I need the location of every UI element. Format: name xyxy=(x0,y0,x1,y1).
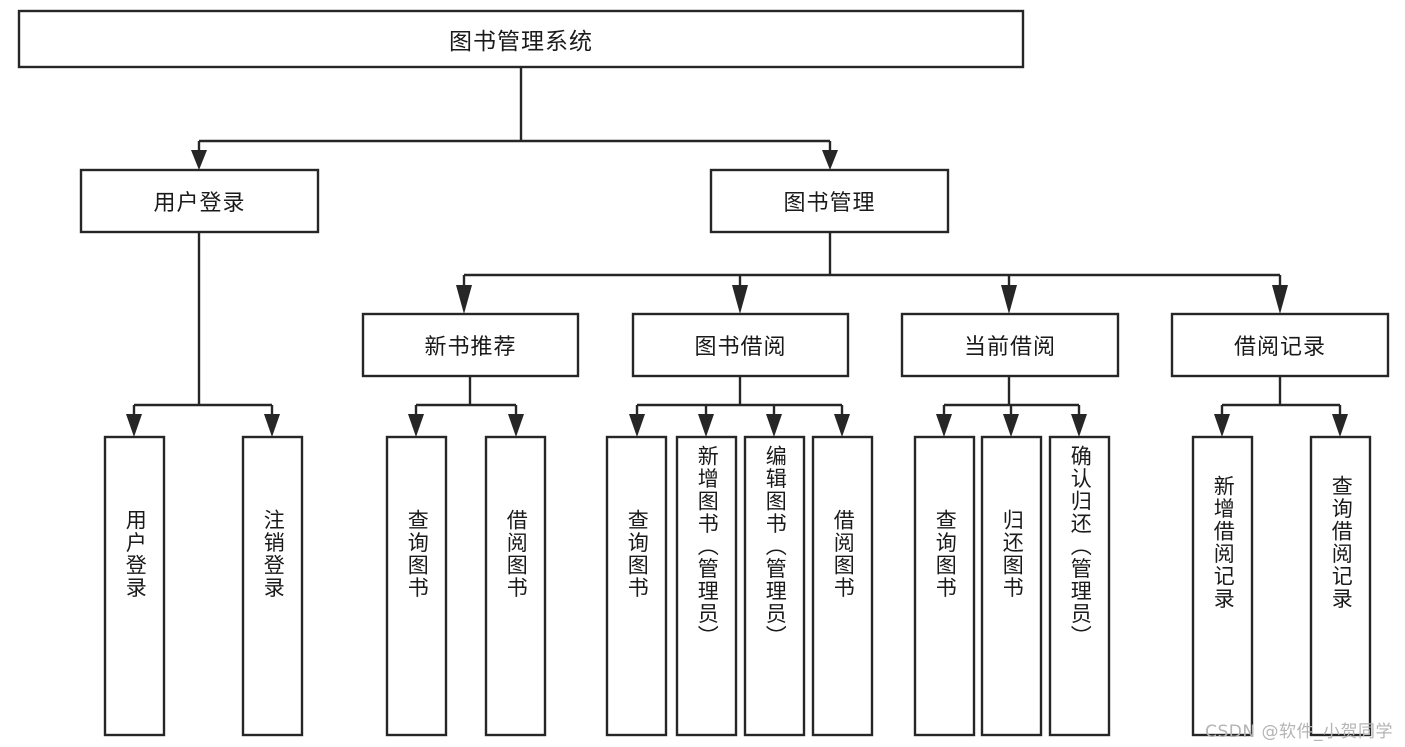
node-book-borrow[interactable] xyxy=(631,312,850,378)
arrow-head-leaf-edit-book xyxy=(766,414,782,437)
arrow-head-current-borrow xyxy=(1001,285,1017,314)
connector-group-new-book-recommend xyxy=(408,376,524,437)
arrow-head-leaf-user-login xyxy=(126,414,142,437)
arrow-head-borrow-record xyxy=(1272,285,1288,314)
node-new-book-recommend[interactable] xyxy=(361,312,580,378)
node-borrow-record[interactable] xyxy=(1170,312,1390,378)
arrow-head-leaf-confirm-return xyxy=(1071,414,1087,437)
node-leaf-borrow-book-2[interactable] xyxy=(811,435,874,737)
node-leaf-query-record[interactable] xyxy=(1309,435,1372,737)
node-leaf-return-book[interactable] xyxy=(980,435,1043,737)
connector-group-current-borrow xyxy=(936,376,1087,437)
node-user-login[interactable] xyxy=(79,168,320,234)
arrow-head-leaf-query-book-3 xyxy=(936,414,952,437)
node-leaf-add-book[interactable] xyxy=(675,435,738,737)
arrow-head-leaf-query-book-2 xyxy=(629,414,645,437)
node-leaf-query-book-1[interactable] xyxy=(385,435,448,737)
arrow-head-book-borrow xyxy=(732,285,748,314)
arrow-head-book-management xyxy=(822,150,838,170)
node-book-management[interactable] xyxy=(709,168,950,234)
arrow-head-leaf-query-record xyxy=(1332,414,1348,437)
node-root[interactable] xyxy=(17,9,1025,69)
connector-group-book-management xyxy=(456,232,1288,314)
node-leaf-user-login[interactable] xyxy=(103,435,166,737)
node-leaf-edit-book[interactable] xyxy=(743,435,806,737)
arrow-head-leaf-borrow-book-1 xyxy=(508,414,524,437)
node-leaf-query-book-3[interactable] xyxy=(913,435,976,737)
arrow-head-leaf-query-book-1 xyxy=(408,414,424,437)
node-leaf-logout[interactable] xyxy=(241,435,304,737)
watermark: CSDN @软件_小贺同学 xyxy=(1205,722,1393,742)
arrow-head-leaf-add-record xyxy=(1214,414,1230,437)
node-leaf-query-book-2[interactable] xyxy=(605,435,668,737)
arrow-head-leaf-logout xyxy=(264,414,280,437)
connector-group-root xyxy=(191,67,838,170)
node-leaf-borrow-book-1[interactable] xyxy=(484,435,547,737)
arrow-head-new-book-recommend xyxy=(456,285,472,314)
arrow-head-leaf-return-book xyxy=(1003,414,1019,437)
node-leaf-add-record[interactable] xyxy=(1191,435,1254,737)
connector-group-book-borrow xyxy=(629,376,850,437)
connector-group-user-login xyxy=(126,232,280,437)
arrow-head-leaf-borrow-book-2 xyxy=(834,414,850,437)
node-current-borrow[interactable] xyxy=(900,312,1120,378)
node-leaf-confirm-return[interactable] xyxy=(1048,435,1111,737)
arrow-head-leaf-add-book xyxy=(698,414,714,437)
connector-group-borrow-record xyxy=(1214,376,1348,437)
arrow-head-user-login xyxy=(191,150,207,170)
